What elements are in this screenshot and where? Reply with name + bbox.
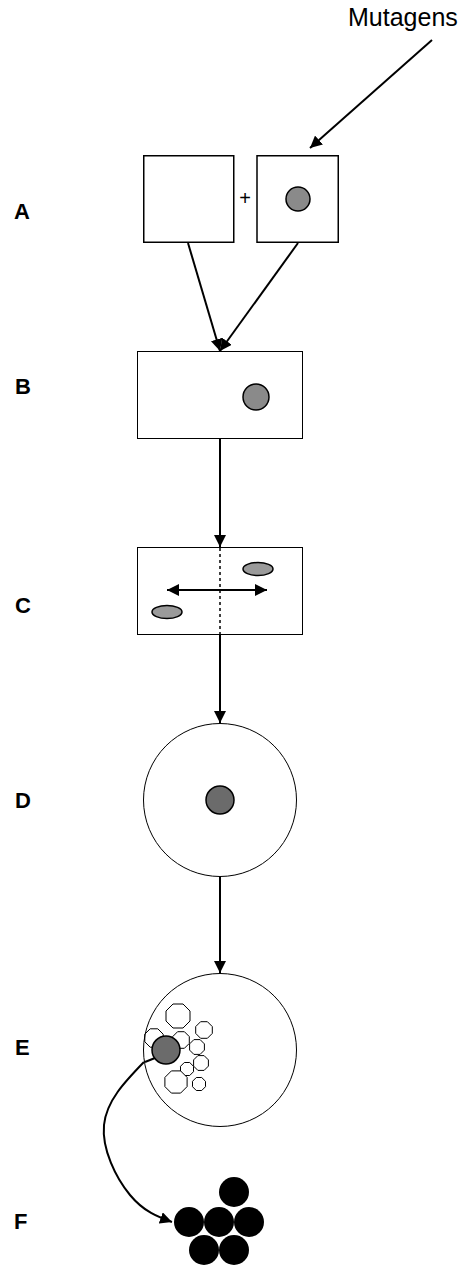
cell — [189, 1235, 219, 1265]
plus-sign: + — [239, 187, 251, 210]
stage-letter: C — [15, 594, 31, 618]
stage-letter: D — [15, 789, 31, 813]
arrow-connector — [220, 243, 298, 351]
arrow-stub — [145, 1058, 155, 1062]
arrow-connector — [188, 243, 220, 351]
cell — [204, 1207, 234, 1237]
nucleus — [243, 384, 269, 410]
arrow-connector — [219, 877, 221, 973]
arrow-connector — [104, 1062, 172, 1222]
nucleus — [286, 187, 310, 211]
cell — [234, 1207, 264, 1237]
stage-letter: E — [15, 1036, 30, 1060]
stage-letter: F — [14, 1210, 27, 1234]
cell-circle: E — [143, 973, 297, 1127]
fused-cell: B — [137, 351, 303, 439]
colony — [174, 1177, 264, 1265]
cell-cluster — [145, 1004, 213, 1093]
arrow-connector — [219, 635, 221, 723]
cell-square — [144, 156, 234, 243]
octagon — [165, 1071, 187, 1093]
agent-label: Mutagens — [348, 3, 458, 32]
colony: F — [172, 1176, 265, 1266]
dividing-cell: C — [137, 547, 303, 635]
mutagen-arrow — [310, 40, 432, 148]
nucleus — [152, 606, 182, 619]
stage-letter: A — [14, 200, 30, 224]
nucleus — [243, 563, 273, 576]
cell-square — [257, 156, 338, 243]
nucleus — [206, 786, 234, 814]
arrow-connector — [219, 439, 221, 547]
cell — [174, 1207, 204, 1237]
octagon — [196, 1022, 213, 1039]
octagon — [190, 1040, 205, 1055]
cell — [219, 1235, 249, 1265]
stage-letter: B — [15, 375, 31, 399]
octagon — [194, 1056, 209, 1071]
octagon — [193, 1078, 206, 1091]
cell-circle: D — [143, 723, 297, 877]
division-arrow — [167, 589, 267, 591]
octagon — [166, 1004, 190, 1028]
nucleus — [152, 1036, 180, 1064]
cell — [219, 1177, 249, 1207]
